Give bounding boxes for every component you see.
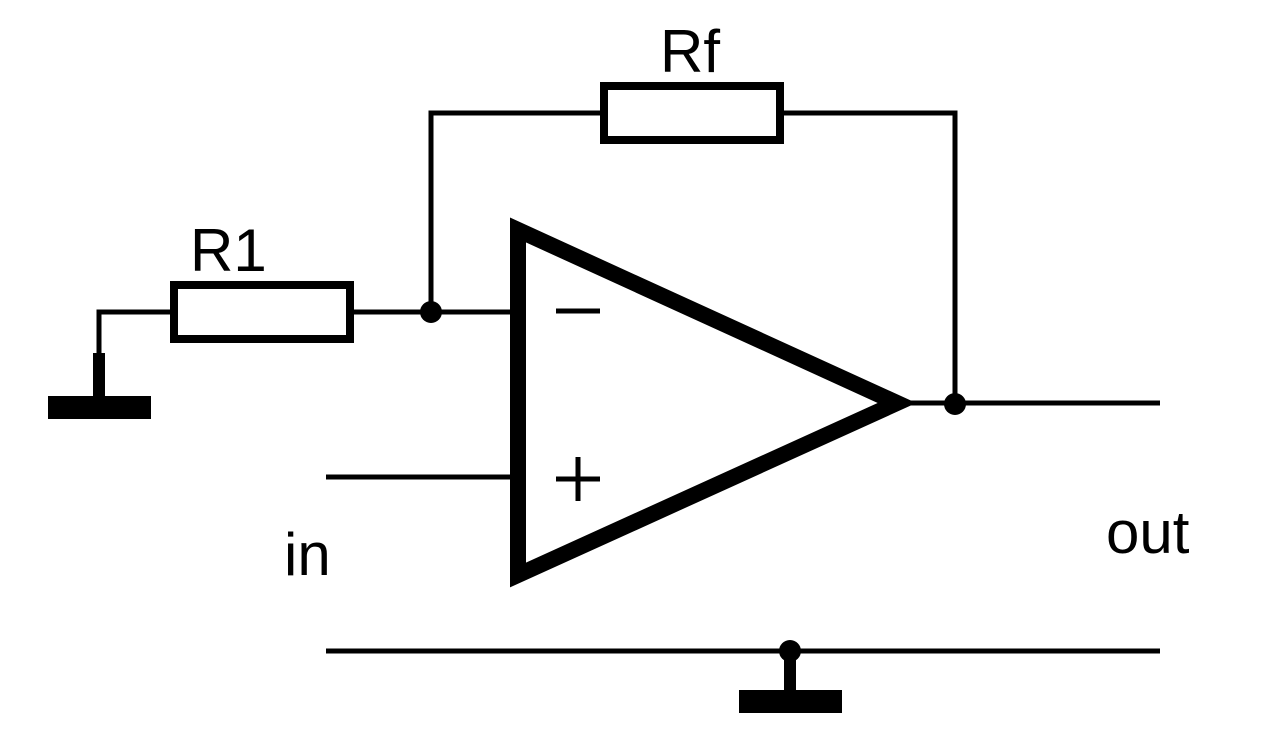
input-resistor <box>170 281 354 343</box>
bottom-ground-icon <box>739 640 842 713</box>
left-ground-bar <box>48 396 151 419</box>
feedback-wire-right <box>782 110 958 404</box>
noninverting-sign <box>556 457 600 501</box>
input-resistor-label: R1 <box>190 217 267 284</box>
junction-dot-output <box>944 393 966 415</box>
left-ground-icon <box>48 353 151 419</box>
bottom-ground-bar <box>739 690 842 713</box>
bottom-ground-stem <box>784 651 796 693</box>
ground-to-r1-wire <box>96 309 174 357</box>
feedback-resistor-label: Rf <box>660 18 720 85</box>
junction-dot-inverting <box>420 301 442 323</box>
output-terminal-label: out <box>1106 499 1190 566</box>
input-terminal-label: in <box>284 521 331 588</box>
feedback-resistor <box>600 82 784 144</box>
left-ground-stem <box>93 353 105 399</box>
feedback-path <box>428 110 958 404</box>
feedback-wire-left <box>428 110 602 312</box>
op-amp-triangle-icon <box>510 217 917 588</box>
